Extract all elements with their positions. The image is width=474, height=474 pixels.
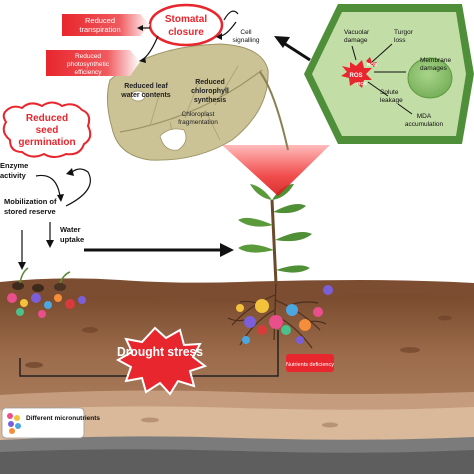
cell-signalling-line2: signalling [232,37,259,44]
stomatal-closure-line2: closure [168,27,204,38]
nutrients-deficiency-label: Nutrients deficiency [286,362,334,368]
mda-accumulation-line1: MDA [417,113,432,120]
ros-label-2: ROS [367,62,377,67]
reduced-seed-germination-bubble [2,101,92,158]
membrane-damages-line1: Membrane [420,57,451,64]
reduced-chlorophyll-line3: synthesis [194,97,226,104]
drought-stress-burst [115,326,208,396]
drought-stress-label: Drought stress [117,344,203,359]
legend-micronutrients-box [1,407,85,439]
stomatal-closure-line1: Stomatal [165,14,207,25]
water-uptake-line2: uptake [60,235,84,244]
stomatal-closure-bubble [148,3,224,47]
reduced-leaf-water-line1: Reduced leaf [124,83,168,90]
germination-arrows [21,168,91,262]
ros-burst [341,57,377,88]
ros-label: ROS [349,73,362,79]
reduced-transpiration-line1: Reduced [85,16,115,25]
nutrients-deficiency-badge [286,354,334,372]
reduced-seed-line2: seed [36,125,59,136]
reduced-photo-line1: Reduced [75,53,101,60]
turgor-loss-line2: loss [394,37,406,44]
reduced-photosynthetic-box [46,50,140,76]
mobilization-line1: Mobilization of [4,197,57,206]
mobilization-line2: stored reserve [4,207,56,216]
legend-micronutrients-label: Different micronutrients [26,415,100,422]
micronutrient-dots-roots [236,285,333,344]
plant [238,184,312,285]
reduced-chlorophyll-line1: Reduced [195,79,225,86]
solute-leakage-line2: leakage [380,97,403,104]
water-uptake-line1: Water [60,225,81,234]
enzyme-activity-line2: activity [0,171,27,180]
highlight-beam [222,145,330,196]
micronutrient-dots-left [7,293,86,318]
cell-arrows [351,43,413,115]
growth-arrow [84,243,234,257]
plant-cell [304,4,474,144]
reduced-seed-line1: Reduced [26,113,68,124]
reduced-leaf-water-line2: water contents [120,92,171,99]
enzyme-activity-line1: Enzyme [0,161,28,170]
reduced-photo-line3: efficiency [75,69,103,76]
reduced-seed-line3: germination [18,137,75,148]
membrane-damages-line2: damages [420,65,447,72]
soil-profile [0,278,474,474]
vacuolar-damage-line2: damage [344,37,368,44]
reduced-photo-line2: photosynthetic [67,61,110,68]
reduced-transpiration-box [62,14,150,36]
turgor-loss-line1: Turgor [394,29,414,36]
solute-leakage-line1: Solute [380,89,399,96]
germinating-seeds [12,267,71,292]
ros-label-3: ROS [357,81,367,86]
chloroplast-frag-line1: Chloroplast [182,111,215,118]
chloroplast-frag-line2: fragmentation [178,119,218,126]
damaged-leaf [106,43,289,161]
reduced-transpiration-line2: transpiration [79,25,120,34]
vacuolar-damage-line1: Vacuolar [344,29,370,36]
cell-to-leaf-arrow [274,36,311,62]
mda-accumulation-line2: accumulation [405,121,444,128]
reduced-chlorophyll-line2: chlorophyll [191,88,229,95]
cell-signalling-line1: Cell [240,29,252,36]
